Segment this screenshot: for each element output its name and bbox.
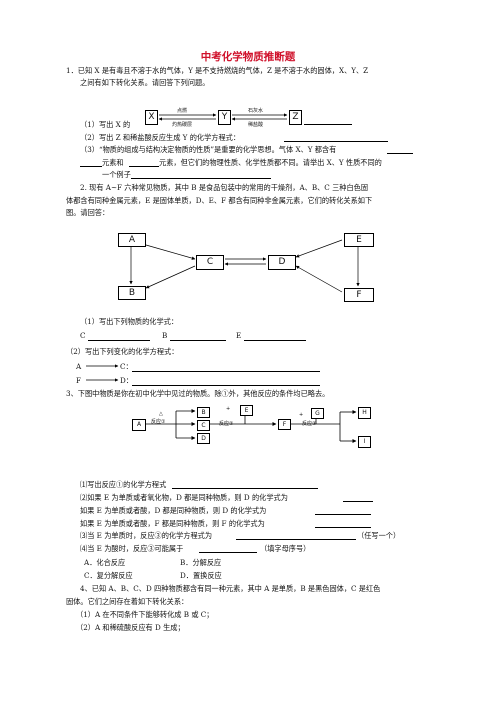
q1-box-z: Z	[289, 110, 302, 125]
q3-part6-tail: （填字母序号）	[260, 544, 311, 553]
q1-part3-line3: 一个例子	[102, 170, 131, 179]
q3-part3: 如果 E 为单质或者酸，D 都是同种物质，则 D 的化学式为	[80, 506, 267, 515]
q3-part1-blank[interactable]	[172, 480, 318, 489]
q2-b-blank[interactable]	[170, 332, 226, 341]
q3-part4: 如果 E 为单质或者酸，F 都是同种物质，则 F 的化学式为	[80, 519, 265, 528]
q1-equation-blank[interactable]	[284, 133, 388, 142]
q2-node-d: D	[268, 255, 296, 270]
q3-part5: ⑶当 E 为单质时，反应③的化学方程式为	[80, 531, 213, 540]
q3-option-d: D．置换反应	[180, 571, 222, 580]
q3-plus2: +	[299, 412, 304, 418]
q3-node-i: I	[358, 436, 371, 448]
q1-element-blank1[interactable]	[387, 145, 413, 154]
q4-part2: （2）A 和稀硫酸反应有 D 生成；	[76, 623, 185, 632]
q3-option-b: B．分解反应	[180, 558, 222, 567]
q3-delta: △	[159, 411, 163, 417]
q3-node-g: G	[311, 408, 324, 419]
q3-stem: 3、下图中物质是你在初中化学中见过的物质。除①外，其他反应的条件均已略去。	[66, 389, 330, 398]
q1-stem-line1: 1．已知 X 是有毒且不溶于水的气体，Y 是不支持燃烧的气体，Z 是不溶于水的固…	[66, 66, 369, 75]
q1-part3-line2a: 元素和	[102, 158, 124, 167]
q2-eq-f-to: D：	[120, 376, 133, 385]
q1-element-blank1b[interactable]	[80, 158, 102, 167]
q3-node-b: B	[197, 407, 210, 418]
q3-node-a: A	[132, 419, 146, 431]
q3-node-h: H	[358, 407, 371, 419]
q2-b-label: B	[162, 331, 168, 340]
q1-element-blank2[interactable]	[129, 158, 159, 167]
q2-stem-line2: 体都含有同种金属元素，E 是固体单质，D、E、F 都含有同种非金属元素，它们的转…	[66, 196, 373, 205]
q3-node-d: D	[197, 433, 210, 444]
q3-node-e: E	[240, 405, 253, 416]
q2-part1: （1）写出下列物质的化学式：	[80, 317, 179, 326]
q2-eq-f-blank[interactable]	[132, 377, 320, 386]
q2-stem-line1: 2. 现有 A~F 六种常见物质，其中 B 是食品包装中的常用的干燥剂，A、B、…	[80, 183, 369, 192]
q2-e-label: E	[236, 331, 242, 340]
q2-node-b: B	[118, 286, 146, 300]
q1-arrow2-bottom: 稀盐酸	[248, 122, 264, 128]
q1-part3-line2b: 元素，但它们的物理性质、化学性质都不同。请举出 X、Y 性质不同的	[159, 158, 382, 167]
q3-part5-blank[interactable]	[236, 531, 356, 540]
q1-part3-line1: （3）“物质的组成与结构决定物质的性质”是重要的化学思想。气体 X、Y 都含有	[80, 145, 337, 154]
q1-box-x: X	[145, 110, 158, 125]
q4-stem-line2: 固体。它们之间存在着如下转化关系：	[66, 597, 189, 606]
q2-eq-a-to: C：	[120, 362, 133, 371]
q2-node-a: A	[118, 233, 146, 247]
q3-part2-blank[interactable]	[343, 493, 373, 502]
page-title: 中考化学物质推断题	[200, 51, 296, 63]
q2-c-label: C	[80, 331, 86, 340]
q3-reaction1: 反应①	[151, 419, 166, 425]
q3-option-c: C．复分解反应	[84, 571, 133, 580]
q1-part2: （2）写出 Z 和稀盐酸反应生成 Y 的化学方程式：	[80, 133, 241, 142]
q3-part1: ⑴写出反应①的化学方程式	[80, 480, 167, 489]
q1-arrow2-top: 石灰水	[248, 108, 264, 114]
q2-c-blank[interactable]	[88, 332, 150, 341]
q3-part5-tail: （任写一个）	[357, 531, 401, 540]
q1-part1: （1）写出 X 的	[80, 120, 131, 129]
q1-arrow1-bottom: 灼热碳层	[172, 122, 193, 128]
q1-box-y: Y	[218, 110, 231, 125]
q3-part6-blank[interactable]	[199, 544, 257, 553]
q4-part1: （1）A 在不同条件下能够转化成 B 或 C；	[76, 610, 214, 619]
q1-z-blank[interactable]	[304, 116, 352, 125]
q3-part2: ⑵如果 E 为单质或者氧化物，D 都是同种物质，则 D 的化学式为	[80, 493, 288, 502]
q1-example-blank[interactable]	[131, 170, 271, 179]
q4-stem-line1: 4、已知 A、B、C、D 四种物质都含有同一种元素，其中 A 是单质，B 是黑色…	[80, 584, 381, 593]
q2-node-e: E	[344, 233, 374, 247]
q3-node-c: C	[197, 420, 210, 431]
q2-eq-f-from: F	[76, 376, 81, 385]
q3-part3-blank[interactable]	[315, 506, 371, 515]
q2-node-f: F	[344, 288, 374, 302]
q3-option-a: A．化合反应	[84, 558, 126, 567]
q3-part6: ⑷当 E 为酸时，反应③可能属于	[80, 544, 184, 553]
q2-e-blank[interactable]	[244, 332, 306, 341]
q2-part2: （2）写出下列变化的化学方程式：	[66, 347, 179, 356]
q2-eq-a-blank[interactable]	[132, 363, 320, 372]
q3-plus1: +	[226, 406, 231, 412]
q1-arrow1-top: 点燃	[177, 108, 188, 114]
q3-node-f: F	[278, 419, 291, 430]
q3-part4-blank[interactable]	[315, 519, 371, 528]
q2-stem-line3: 图。请回答：	[66, 208, 110, 217]
q1-stem-line2: 之间有如下转化关系。请回答下列问题。	[80, 78, 210, 87]
q2-eq-a-from: A	[76, 362, 82, 371]
q2-node-c: C	[196, 255, 224, 270]
